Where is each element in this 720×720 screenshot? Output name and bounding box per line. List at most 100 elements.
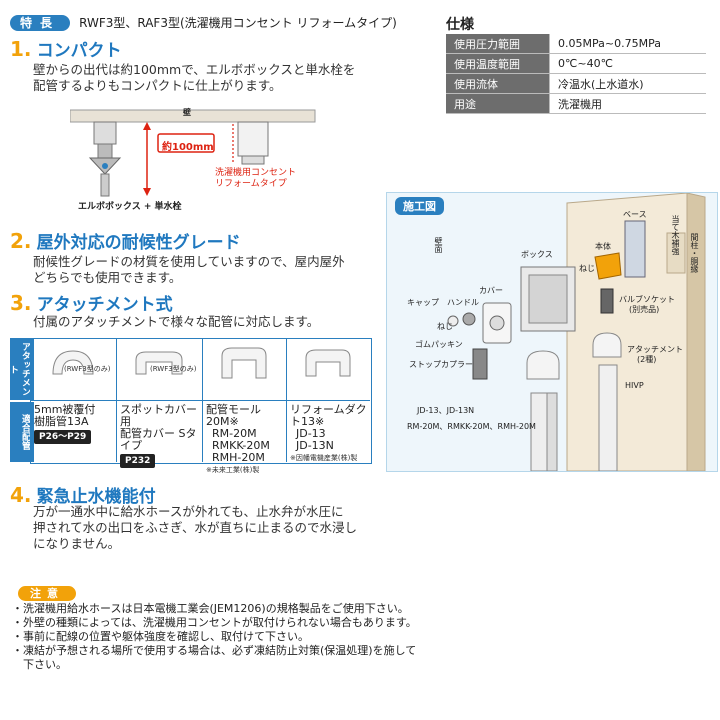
- attachment-icon-3: [221, 347, 267, 379]
- attachment-cell-4-line-3: JD-13N: [296, 439, 334, 452]
- attachment-cell-3-line-4: RMH-20M: [212, 451, 265, 464]
- feature-2: 2. 屋外対応の耐候性グレード: [10, 228, 241, 253]
- attachment-cell-2-line-1: スポットカバー用: [120, 403, 197, 428]
- feature-1: 1. コンパクト: [10, 36, 122, 61]
- attachment-label: アタッチメント (2種): [627, 345, 683, 365]
- compact-diagram-svg: [69, 109, 316, 197]
- feature-4-line-1: 万が一通水中に給水ホースが外れても、止水弁が水圧に: [33, 504, 344, 519]
- attachment-cell-2-name: スポットカバー用 配管カバー Sタイプ P232: [120, 404, 202, 468]
- spec-key: 使用流体: [446, 73, 550, 94]
- feature-3-text: 付属のアタッチメントで様々な配管に対応します。: [33, 314, 319, 330]
- feature-4-line-2: 押されて水の出口をふさぎ、水が直ちに止まるので水浸し: [33, 520, 358, 535]
- construction-title: 施工図: [395, 197, 444, 215]
- feature-2-text: 耐候性グレードの材質を使用していますので、屋内屋外 どちらでも使用できます。: [33, 254, 345, 286]
- attachment-cell-4: リフォームダクト13※ JD-13 JD-13N ※因幡電機産業(株)製: [286, 338, 370, 462]
- packing-label: ゴムパッキン: [415, 340, 463, 349]
- note-item: 下さい。: [12, 658, 67, 671]
- note-item: ・事前に配線の位置や躯体強度を確認し、取付けて下さい。: [12, 630, 309, 643]
- notes-badge: 注意: [18, 586, 76, 601]
- handle-label: ハンドル: [447, 298, 479, 307]
- feature-3-title: アタッチメント式: [36, 295, 173, 315]
- header: 特長 RWF3型、RAF3型(洗濯機用コンセント リフォームタイプ): [10, 12, 397, 31]
- attachment-cell-3-line-1: 配管モール20M※: [206, 403, 261, 428]
- attachment-cell-4-note: ※因幡電機産業(株)製: [290, 454, 358, 462]
- attachment-cell-2: (RWF3型のみ) スポットカバー用 配管カバー Sタイプ P232: [116, 338, 203, 468]
- reform-label-line-2: リフォームタイプ: [215, 179, 287, 189]
- screw-label-1: ねじ: [579, 264, 595, 273]
- attachment-cell-4-line-1: リフォームダクト13※: [290, 403, 367, 428]
- attachment-cell-2-line-2: 配管カバー Sタイプ: [120, 427, 197, 452]
- feature-2-number: 2.: [10, 229, 32, 253]
- attachment-cell-3-note: ※未来工業(株)製: [206, 466, 260, 474]
- attachment-cell-3-name: 配管モール20M※ RM-20M RMKK-20M RMH-20M ※未来工業(…: [206, 404, 286, 476]
- spec-key: 使用圧力範囲: [446, 34, 550, 54]
- notes-list: ・洗濯機用給水ホースは日本電機工業会(JEM1206)の規格製品をご使用下さい。…: [12, 602, 417, 672]
- attachment-grid: [30, 338, 372, 464]
- page-ref-button[interactable]: P232: [120, 454, 156, 468]
- spec-value: 冷温水(上水道水): [549, 73, 706, 94]
- hivp-label: HIVP: [625, 381, 644, 390]
- spec-row: 用途洗濯機用: [446, 93, 706, 114]
- attachment-sub-text: (2種): [637, 355, 657, 364]
- wall-label: 壁: [183, 108, 191, 117]
- stop-coupler-label: ストップカプラー: [409, 360, 473, 369]
- attachment-cell-2-tag: (RWF3型のみ): [150, 365, 197, 373]
- cap-label: キャップ: [407, 298, 439, 307]
- valve-socket-sub-text: (別売品): [629, 305, 660, 314]
- attachment-divider: [30, 400, 370, 401]
- feature-1-text: 壁からの出代は約100mmで、エルボボックスと単水栓を 配管するよりもコンパクト…: [33, 62, 355, 94]
- attachment-cell-4-name: リフォームダクト13※ JD-13 JD-13N ※因幡電機産業(株)製: [290, 404, 370, 464]
- spec-title: 仕様: [446, 17, 474, 33]
- feature-3: 3. アタッチメント式: [10, 290, 173, 315]
- attachment-cell-1-name: 5mm被覆付 樹脂管13A P26〜P29: [34, 404, 95, 444]
- spec-row: 使用流体冷温水(上水道水): [446, 73, 706, 94]
- elbow-box-label: エルボボックス + 単水栓: [78, 202, 182, 212]
- valve-socket-label: バルブソケット (別売品): [619, 295, 675, 315]
- attachment-cell-1-line-2: 樹脂管13A: [34, 415, 89, 428]
- construction-svg: [447, 193, 706, 471]
- attachment-icon-2: [135, 351, 183, 375]
- note-item: ・凍結が予想される場所で使用する場合は、必ず凍結防止対策(保温処理)を施して: [12, 644, 417, 657]
- feature-1-line-1: 壁からの出代は約100mmで、エルボボックスと単水栓を: [33, 62, 356, 77]
- feature-badge: 特長: [10, 15, 71, 31]
- feature-4: 4. 緊急止水機能付: [10, 482, 156, 507]
- attachment-cell-3-line-3: RMKK-20M: [212, 439, 270, 452]
- attachment-cell-1-line-1: 5mm被覆付: [34, 403, 96, 416]
- construction-diagram: 施工図 壁面 ベース ボックス 本体 ねじ カバー キャップ ハンドル ねじ ゴ…: [386, 192, 718, 472]
- feature-1-line-2: 配管するよりもコンパクトに仕上がります。: [33, 78, 282, 93]
- note-item: ・洗濯機用給水ホースは日本電機工業会(JEM1206)の規格製品をご使用下さい。: [12, 602, 409, 615]
- cover-label: カバー: [479, 286, 503, 295]
- spec-value: 0℃~40℃: [549, 53, 706, 74]
- feature-4-number: 4.: [10, 483, 32, 507]
- feature-2-title: 屋外対応の耐候性グレード: [36, 233, 241, 253]
- header-subtitle: RWF3型、RAF3型(洗濯機用コンセント リフォームタイプ): [79, 16, 397, 30]
- feature-3-number: 3.: [10, 291, 32, 315]
- feature-2-line-2: どちらでも使用できます。: [33, 270, 182, 285]
- attachment-cell-4-line-2: JD-13: [296, 427, 326, 440]
- spec-value: 洗濯機用: [549, 93, 706, 114]
- feature-4-line-3: になりません。: [33, 536, 121, 551]
- stud-label: 当て木補強: [671, 215, 680, 255]
- reform-type-label: 洗濯機用コンセント リフォームタイプ: [215, 168, 296, 190]
- screw-label-2: ねじ: [437, 322, 453, 331]
- feature-3-line-1: 付属のアタッチメントで様々な配管に対応します。: [33, 314, 320, 329]
- studs-label: 間柱・胴縁: [690, 233, 699, 273]
- spec-key: 使用温度範囲: [446, 53, 550, 74]
- wall-surface-label: 壁面: [434, 237, 443, 253]
- page-ref-button[interactable]: P26〜P29: [34, 430, 92, 444]
- note-item: ・外壁の種類によっては、洗濯機用コンセントが取付けられない場合もあります。: [12, 616, 417, 629]
- attachment-cell-3-line-2: RM-20M: [212, 427, 257, 440]
- attachment-cell-1-tag: (RWF3型のみ): [64, 365, 111, 373]
- reform-label-line-1: 洗濯機用コンセント: [215, 168, 297, 178]
- attachment-text: アタッチメント: [627, 345, 683, 354]
- feature-4-text: 万が一通水中に給水ホースが外れても、止水弁が水圧に 押されて水の出口をふさぎ、水…: [33, 504, 357, 552]
- notes-header: 注意: [18, 582, 76, 601]
- attachment-table: アタッチメント 適合配管 (RWF3型のみ) 5mm被覆付 樹脂管13A P26…: [8, 338, 372, 474]
- valve-socket-text: バルブソケット: [619, 295, 675, 304]
- feature-1-title: コンパクト: [36, 41, 122, 61]
- feature-2-line-1: 耐候性グレードの材質を使用していますので、屋内屋外: [33, 254, 345, 269]
- spec-value: 0.05MPa~0.75MPa: [549, 34, 706, 54]
